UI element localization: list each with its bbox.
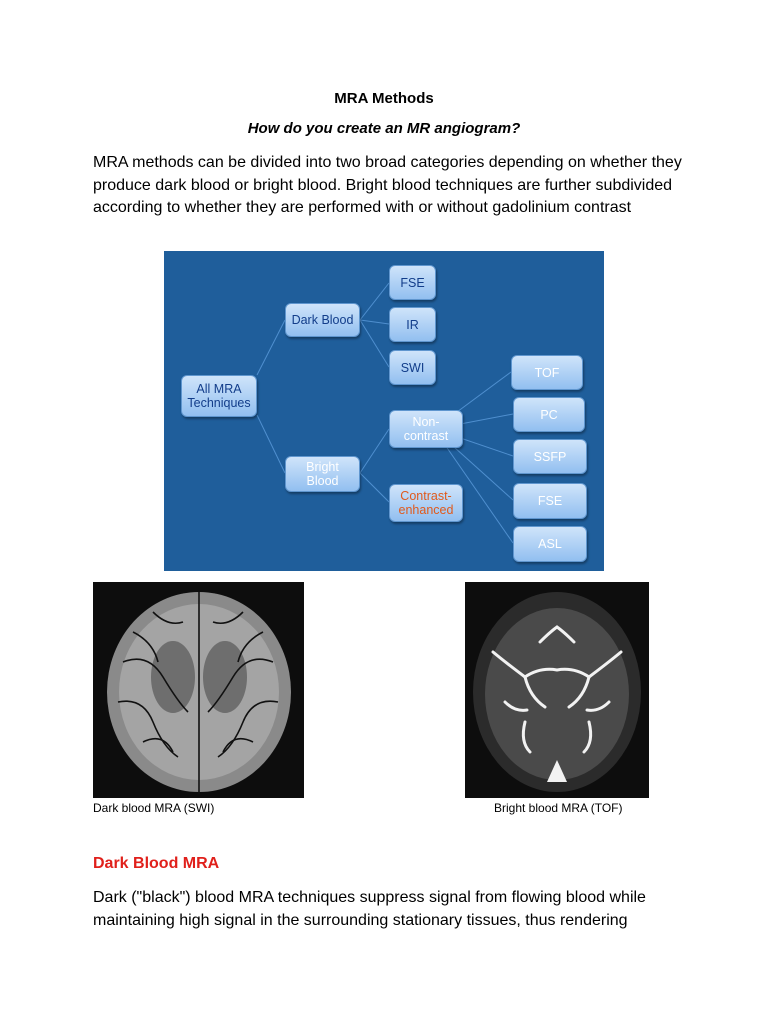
page-title: MRA Methods — [334, 90, 434, 107]
swi-brain-image — [93, 582, 304, 798]
node-dark-blood: Dark Blood — [285, 303, 360, 337]
node-ir: IR — [389, 307, 436, 342]
node-asl: ASL — [513, 526, 587, 562]
node-swi: SWI — [389, 350, 436, 385]
page-subtitle: How do you create an MR angiogram? — [247, 120, 521, 137]
node-pc: PC — [513, 397, 585, 432]
intro-paragraph: MRA methods can be divided into two broa… — [93, 154, 682, 216]
tof-brain-image — [465, 582, 649, 798]
node-bright-blood: Bright Blood — [285, 456, 360, 492]
section-heading-dark-blood: Dark Blood MRA — [93, 855, 220, 872]
node-non-contrast: Non-contrast — [389, 410, 463, 448]
section-paragraph: Dark ("black") blood MRA techniques supp… — [93, 889, 646, 929]
tof-caption: Bright blood MRA (TOF) — [494, 801, 623, 815]
node-fse-bright: FSE — [513, 483, 587, 519]
node-fse-dark: FSE — [389, 265, 436, 300]
node-all-mra-techniques: All MRA Techniques — [181, 375, 257, 417]
node-contrast-enhanced: Contrast-enhanced — [389, 484, 463, 522]
node-ssfp: SSFP — [513, 439, 587, 474]
node-tof: TOF — [511, 355, 583, 390]
mra-techniques-diagram: All MRA Techniques Dark Blood Bright Blo… — [164, 251, 604, 571]
swi-caption: Dark blood MRA (SWI) — [93, 801, 215, 815]
